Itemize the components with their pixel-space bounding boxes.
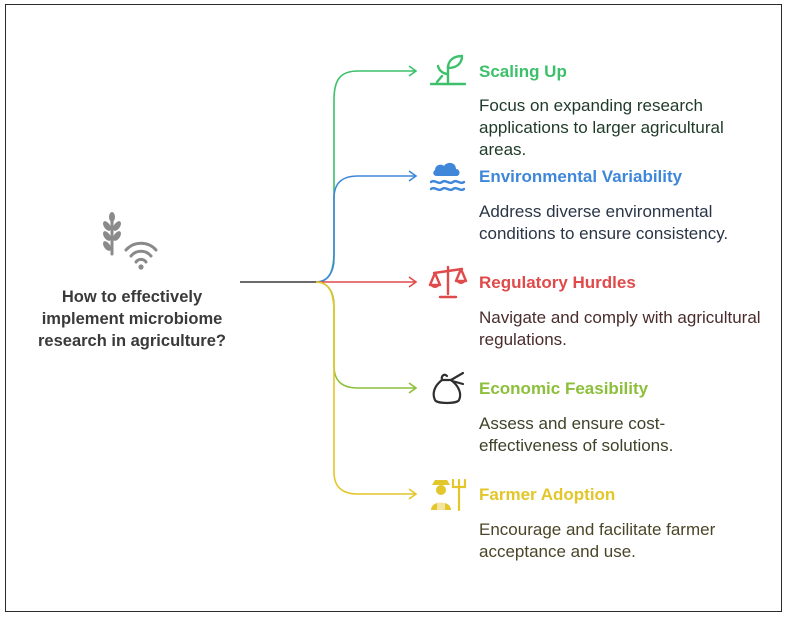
branch-description-scaling-up: Focus on expanding research applications… — [479, 96, 724, 159]
wheat-wifi-icon — [103, 212, 158, 270]
branch-title-environmental-variability: Environmental Variability — [479, 167, 683, 186]
branch-title-economic-feasibility: Economic Feasibility — [479, 379, 649, 398]
branch-connector-regulatory-hurdles — [316, 276, 418, 288]
branch-connector-scaling-up — [315, 65, 418, 283]
money-bag-icon — [432, 371, 465, 405]
branch-title-farmer-adoption: Farmer Adoption — [479, 485, 616, 504]
branch-title-scaling-up: Scaling Up — [479, 62, 567, 81]
branch-description-farmer-adoption: Encourage and facilitate farmer acceptan… — [479, 520, 716, 561]
branch-connector-farmer-adoption — [315, 281, 418, 500]
sprout-icon — [429, 54, 467, 86]
branch-description-environmental-variability: Address diverse environmental conditions… — [479, 202, 729, 243]
diagram-frame — [5, 4, 782, 612]
branch-connector-economic-feasibility — [315, 281, 418, 394]
weather-cloud-waves-icon — [429, 162, 466, 192]
branch-connector-environmental-variability — [315, 170, 418, 283]
branch-title-regulatory-hurdles: Regulatory Hurdles — [479, 273, 636, 292]
branch-description-regulatory-hurdles: Navigate and comply with agricultural re… — [479, 308, 761, 349]
branch-description-economic-feasibility: Assess and ensure cost-effectiveness of … — [479, 414, 674, 455]
farmer-pitchfork-icon — [431, 478, 467, 512]
balance-scale-icon — [428, 265, 468, 299]
root-question-label: How to effectively implement microbiome … — [38, 288, 226, 350]
